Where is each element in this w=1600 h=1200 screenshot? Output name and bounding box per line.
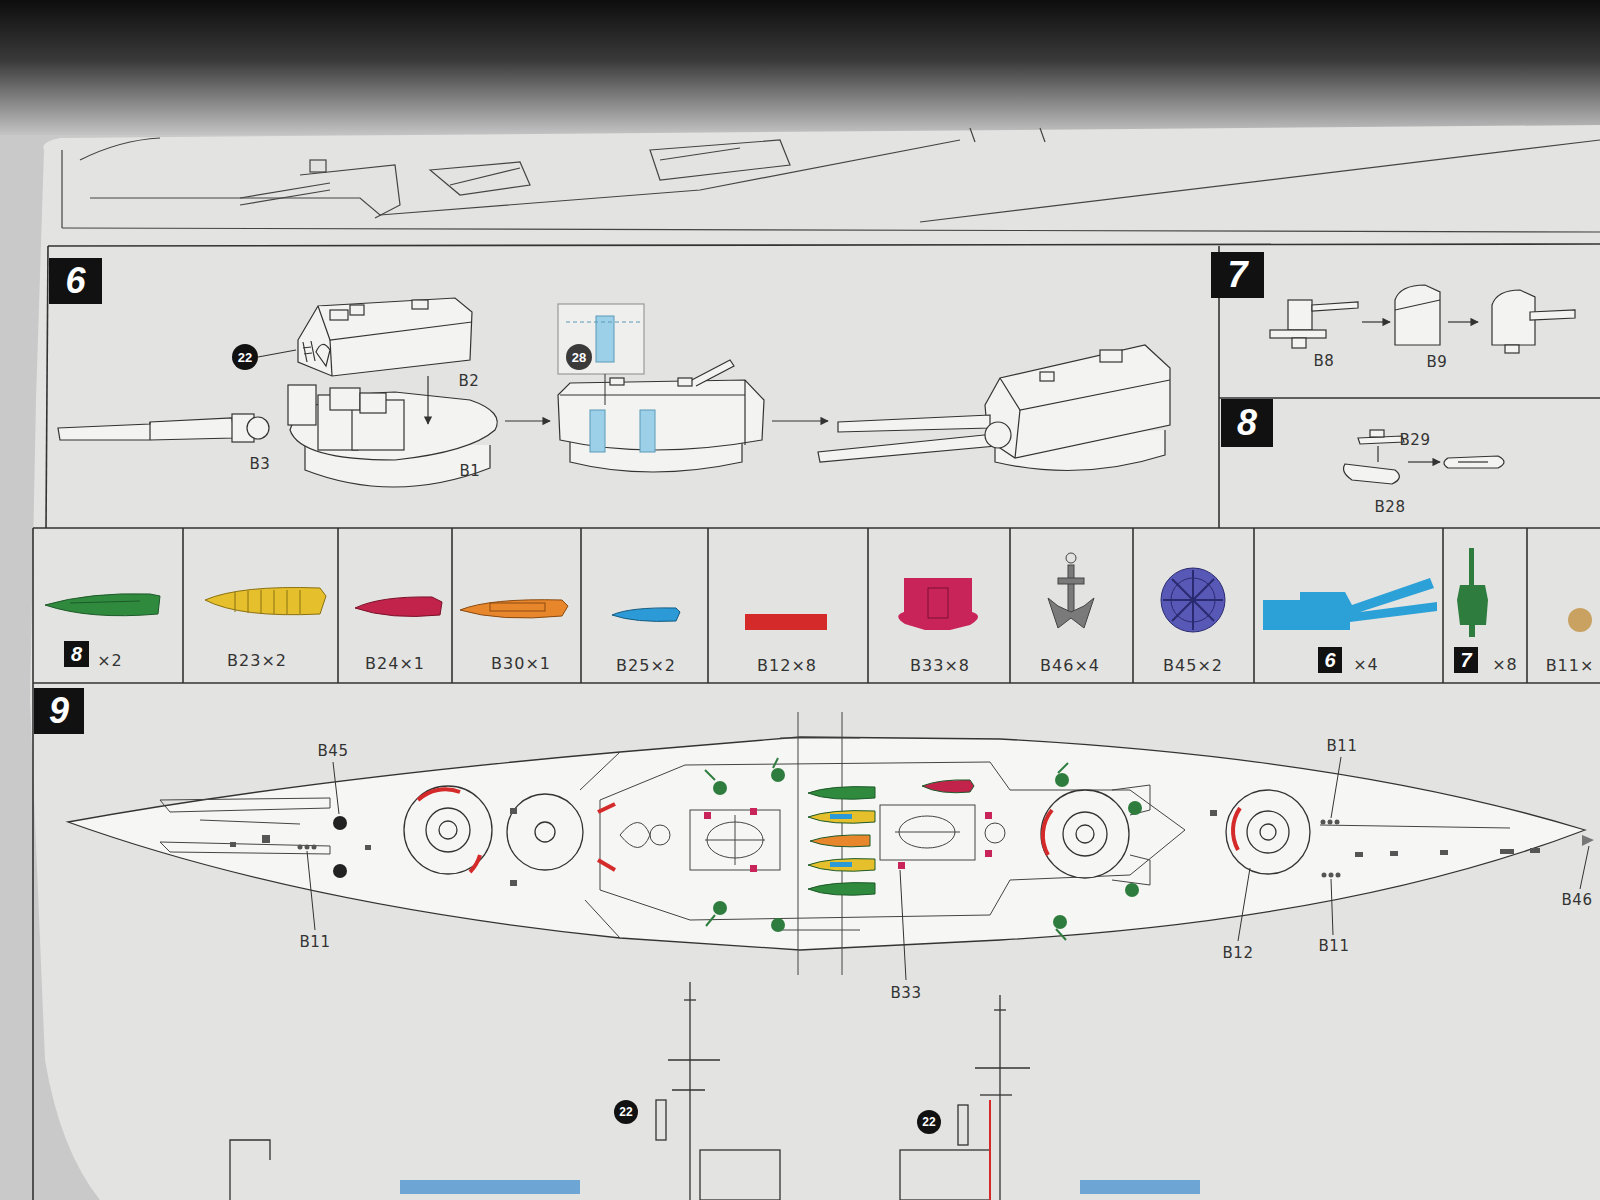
- callout-number-text: 22: [922, 1116, 935, 1128]
- callout-number: 22: [232, 344, 258, 370]
- callout-circle: [232, 344, 258, 370]
- step-number-text: 9: [49, 693, 69, 729]
- part-count: B23×2: [227, 652, 287, 670]
- part-label: B46: [1562, 892, 1593, 909]
- part-label: B11: [300, 934, 331, 951]
- callout-number: 22: [917, 1110, 941, 1134]
- part-count: B12×8: [757, 657, 817, 675]
- part-label: B29: [1400, 432, 1431, 449]
- callout-circle: [614, 1100, 638, 1124]
- callout-circle: [917, 1110, 941, 1134]
- part-count: B46×4: [1040, 657, 1100, 675]
- callout-circle: [566, 344, 592, 370]
- part-count: ×4: [1353, 656, 1379, 674]
- part-label: B3: [250, 456, 271, 473]
- part-count-badge: 7: [1454, 647, 1478, 673]
- part-count-badge-text: 6: [1324, 650, 1335, 670]
- callout-number-text: 28: [572, 351, 586, 364]
- part-label: B11: [1319, 938, 1350, 955]
- callout-number: 28: [566, 344, 592, 370]
- step-number: 9: [34, 688, 84, 734]
- step-number: 8: [1221, 399, 1273, 447]
- callout-number-text: 22: [619, 1106, 632, 1118]
- callout-number: 22: [614, 1100, 638, 1124]
- step-number-text: 7: [1227, 257, 1247, 293]
- part-count-badge: 6: [1318, 647, 1342, 673]
- part-count: ×2: [97, 652, 123, 670]
- part-label: B11: [1327, 738, 1358, 755]
- part-label: B45: [318, 743, 349, 760]
- part-count-badge-text: 7: [1460, 650, 1471, 670]
- part-label: B12: [1223, 945, 1254, 962]
- callout-number-text: 22: [238, 351, 252, 364]
- part-count-badge-text: 8: [71, 644, 82, 664]
- part-label: B8: [1314, 353, 1335, 370]
- part-count: ×8: [1492, 656, 1518, 674]
- part-label: B2: [459, 373, 480, 390]
- part-label: B1: [460, 463, 481, 480]
- part-count: B11×: [1546, 657, 1595, 675]
- part-label: B28: [1375, 499, 1406, 516]
- part-count-badge: 8: [64, 641, 89, 667]
- part-label: B33: [891, 985, 922, 1002]
- step-number: 7: [1211, 252, 1264, 298]
- part-label: B9: [1427, 354, 1448, 371]
- step-number-text: 6: [65, 263, 85, 299]
- part-count: B24×1: [365, 655, 425, 673]
- part-count: B25×2: [616, 657, 676, 675]
- step-number-text: 8: [1237, 405, 1257, 441]
- part-count: B30×1: [491, 655, 551, 673]
- part-count: B45×2: [1163, 657, 1223, 675]
- part-count: B33×8: [910, 657, 970, 675]
- step-number: 6: [49, 258, 102, 304]
